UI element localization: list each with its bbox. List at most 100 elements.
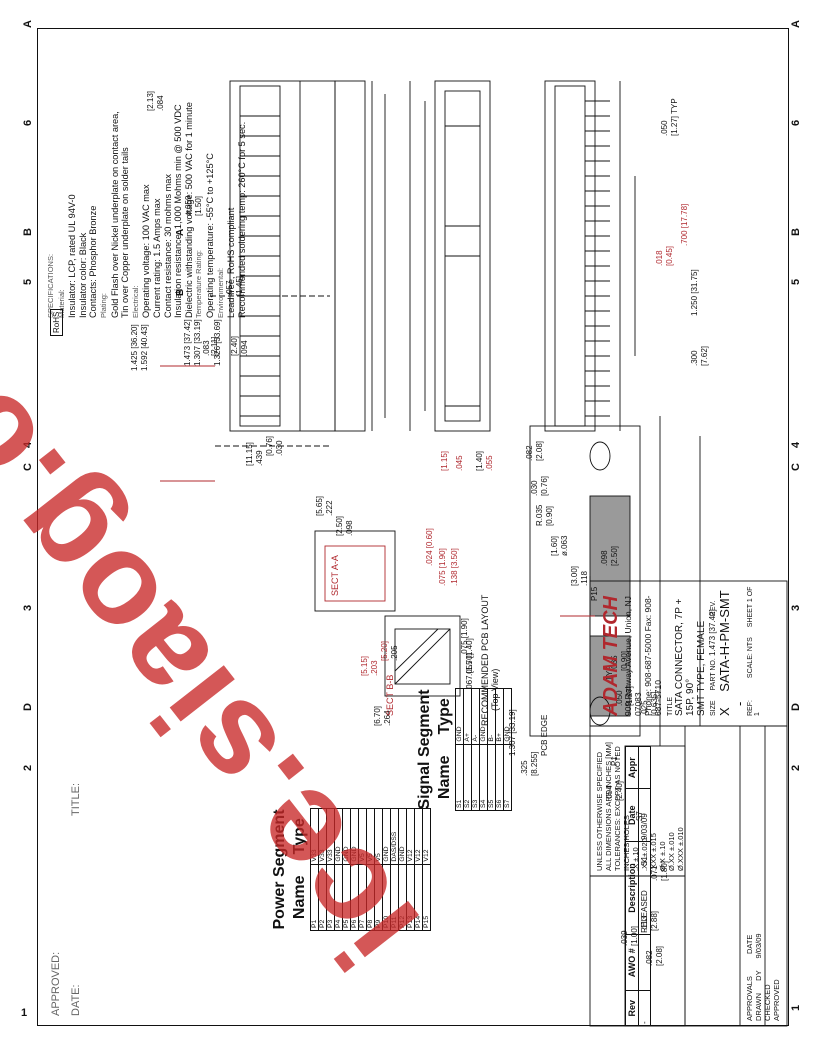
dim-label: [2.50]	[610, 545, 619, 566]
dim-label: .222	[325, 500, 334, 516]
signal-type: GND	[455, 688, 464, 745]
scale-value: SCALE: NTS	[747, 637, 754, 679]
size-heading: SIZE	[710, 700, 717, 716]
dim-label: .098	[345, 520, 354, 536]
dim-label: [1.60]	[550, 535, 559, 556]
company-address: 909 Rahway Avenue, Union, NJ 07083	[623, 596, 643, 716]
awo-value	[638, 934, 651, 991]
signal-name: S2	[463, 744, 472, 811]
dim-label: .300	[690, 350, 699, 366]
dim-label: [3.00]	[570, 565, 579, 586]
dim-label: [8.255]	[530, 751, 539, 776]
awo-header: AWO #	[625, 934, 639, 991]
approvals-date-heading: DATE	[745, 934, 754, 955]
tolerance-value: .X ±.10	[631, 847, 640, 871]
signal-name: S6	[495, 744, 504, 811]
rev-value: -	[638, 990, 651, 1026]
tolerance-note: TOLERANCES: EXCEPT AS NOTED	[613, 746, 622, 871]
dim-label: .067 [1.70]	[465, 653, 474, 691]
signal-type: A-	[471, 688, 480, 745]
dim-label: [1.27] TYP	[670, 98, 679, 136]
dim-label: .055	[485, 455, 494, 471]
tolerance-value: Ø.X ±.10	[658, 841, 667, 871]
company-block: ADAM TECH 909 Rahway Avenue, Union, NJ 0…	[600, 586, 761, 716]
tolerance-value: .XXX ±.015	[649, 833, 658, 871]
rev-heading: REV.	[710, 600, 717, 617]
dim-label: [5.65]	[315, 495, 324, 516]
dim-label: .045	[455, 455, 464, 471]
rev-value: -	[732, 701, 747, 706]
dim-label: [1.45]	[235, 275, 244, 296]
signal-type: A+	[463, 688, 472, 745]
ref-heading: REF:	[747, 700, 754, 716]
drawing-title: SATA CONNECTOR, 7P + 15P, 90°	[674, 598, 696, 716]
dim-label: [1.40]	[475, 450, 484, 471]
pin-label: P15	[590, 586, 599, 601]
dim-label: 1.473 [37.42]	[183, 319, 192, 366]
dim-label: [2.40]	[230, 335, 239, 356]
signal-type: B+	[495, 688, 504, 745]
signal-table-title: Signal Segment	[416, 689, 433, 810]
dim-label: [1.50]	[194, 195, 203, 216]
tolerance-value: Ø.XX ±.010	[667, 832, 676, 871]
signal-col-header: Name	[436, 755, 453, 800]
signal-col-header: Type	[436, 698, 453, 735]
dim-label: .050	[660, 120, 669, 136]
section-marker-b: B	[175, 288, 186, 296]
dim-label: .057	[225, 280, 234, 296]
tolerance-value: Ø.XXX ±.010	[676, 827, 685, 871]
signal-name: S5	[487, 744, 496, 811]
dim-label: [7.62]	[700, 345, 709, 366]
drawn-date: 9/03/09	[754, 933, 763, 959]
dim-label: [0.76]	[540, 475, 549, 496]
dim-label: 1.425 [36.20]	[130, 324, 139, 371]
tolerance-note: ALL DIMENSIONS ARE INCHES [MM]	[604, 742, 613, 871]
dim-label: .024 [0.60]	[425, 528, 434, 566]
dim-label: [2.50]	[335, 515, 344, 536]
dim-label: [2.13]	[146, 90, 155, 111]
drawing-title: SMT TYPE, FEMALE	[696, 620, 707, 716]
dim-label: .205	[390, 645, 399, 661]
dim-label: 1.307 [33.19]	[193, 319, 202, 366]
part-no-heading: PART NO.	[710, 658, 717, 691]
dim-label: .075 [1.90]	[438, 548, 447, 586]
company-name: ADAM TECH	[600, 596, 622, 716]
power-type: V12	[414, 808, 423, 865]
dim-label: [0.76]	[265, 435, 274, 456]
part-number: SATA-H-PM-SMT	[717, 590, 732, 692]
dim-label: .118	[580, 571, 589, 586]
dim-label: [2.08]	[535, 440, 544, 461]
dim-label: .094	[240, 340, 249, 356]
checked-label: CHECKED	[763, 984, 772, 1021]
dim-label: .084	[156, 95, 165, 111]
dim-label: [6.70]	[373, 705, 382, 726]
company-phone: Phone: 908-687-5000 Fax: 908-687-5710	[643, 595, 663, 716]
section-marker-a: A	[175, 228, 186, 236]
signal-name: S1	[455, 744, 464, 811]
dim-label: ø.063	[560, 535, 569, 556]
dim-label: .325	[520, 760, 529, 776]
signal-type: GND	[503, 688, 512, 745]
tolerance-note: INCHES HOLES	[622, 815, 631, 871]
size-value: X	[717, 707, 732, 716]
signal-name: S3	[471, 744, 480, 811]
dim-label: [11.15]	[245, 442, 254, 466]
signal-name: S4	[479, 744, 488, 811]
dim-label: 1.250 [31.75]	[690, 269, 699, 316]
dim-label: R.035	[535, 504, 544, 526]
dim-label: [2.11]	[210, 336, 219, 356]
dim-label: .700 [17.78]	[680, 203, 689, 246]
dim-label: .030	[530, 480, 539, 496]
dim-label: 1.592 [40.43]	[140, 324, 149, 371]
dim-label: .138 [3.50]	[450, 548, 459, 586]
signal-type: GND	[479, 688, 488, 745]
